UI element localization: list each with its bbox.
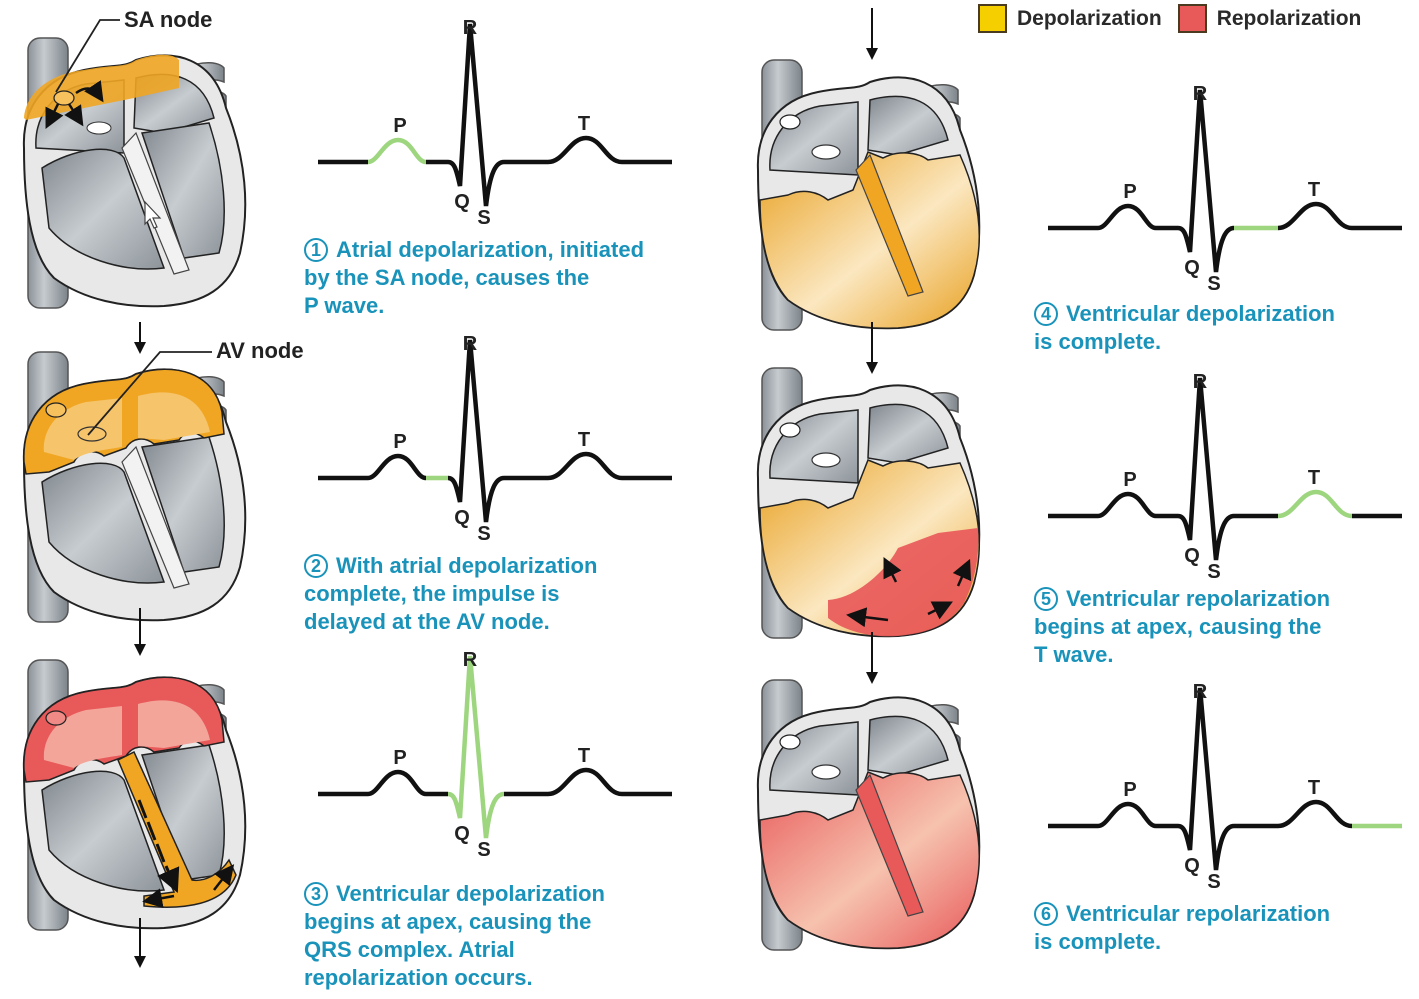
wave-label-s: S [477, 839, 490, 861]
legend-item-repolarization: Repolarization [1177, 4, 1362, 33]
ecg-trace-step-2: P R T QS [318, 333, 672, 545]
wave-label-q: Q [1184, 855, 1200, 877]
ecg-segment-p [1097, 203, 1157, 231]
wave-label-p: P [1123, 779, 1136, 801]
heart-step-6 [756, 679, 981, 951]
wave-label-p: P [393, 747, 406, 769]
caption-text: With atrial depolarization complete, the… [304, 553, 598, 634]
wave-label-p: P [393, 431, 406, 453]
wave-label-t: T [578, 745, 590, 767]
wave-label-r: R [463, 649, 478, 671]
depolarization-swatch [978, 4, 1007, 33]
legend-label: Repolarization [1216, 6, 1362, 30]
down-arrow-icon [134, 608, 146, 656]
heart-step-4 [756, 59, 981, 331]
cursor-icon [144, 200, 162, 229]
wave-label-t: T [578, 429, 590, 451]
down-arrow-icon [866, 322, 878, 374]
av-node-leader-line [87, 351, 212, 436]
wave-label-r: R [1193, 371, 1208, 393]
wave-label-r: R [463, 17, 478, 39]
heart-step-3 [22, 659, 247, 931]
wave-label-t: T [578, 113, 590, 135]
heart-step-1 [22, 37, 247, 309]
ecg-trace-step-3: P R T QS [318, 649, 672, 861]
repolarization-swatch [1177, 4, 1207, 33]
ecg-segment-p [367, 453, 427, 481]
ecg-trace-step-5: P R T QS [1048, 371, 1402, 583]
ecg-segment-qrs [447, 339, 505, 523]
ecg-segment-qrs [447, 655, 505, 839]
ecg-segment-t [547, 451, 623, 481]
ecg-segment-p [367, 137, 427, 165]
ecg-segment-qrs [1177, 687, 1235, 871]
ecg-segment-t [1277, 489, 1353, 519]
caption-text: Ventricular depolarization is complete. [1034, 301, 1335, 354]
av-node-label: AV node [216, 338, 304, 363]
wave-label-t: T [1308, 467, 1320, 489]
step-number: 4 [1034, 302, 1058, 326]
legend-label: Depolarization [1017, 6, 1162, 30]
wave-label-q: Q [1184, 545, 1200, 567]
ecg-trace-step-1: P R T QS [318, 17, 672, 229]
wave-label-q: Q [1184, 257, 1200, 279]
wave-label-p: P [393, 115, 406, 137]
down-arrow-icon [134, 322, 146, 354]
ecg-segment-qrs [1177, 377, 1235, 561]
step-number: 3 [304, 882, 328, 906]
caption-text: Ventricular repolarization begins at ape… [1034, 586, 1331, 667]
wave-label-s: S [1207, 561, 1220, 583]
caption-text: Atrial depolarization, initiated by the … [304, 237, 645, 318]
ecg-segment-t [1277, 201, 1353, 231]
heart-step-2 [22, 351, 247, 623]
wave-label-q: Q [454, 823, 470, 845]
wave-label-r: R [1193, 83, 1208, 105]
down-arrow-icon [866, 8, 878, 60]
caption-text: Ventricular depolarization begins at ape… [304, 881, 605, 990]
ecg-trace-step-6: P R T QS [1048, 681, 1402, 893]
step-number: 6 [1034, 902, 1058, 926]
wave-label-s: S [1207, 273, 1220, 295]
wave-label-s: S [477, 207, 490, 229]
step-number: 2 [304, 554, 328, 578]
sa-node-leader-line [55, 19, 120, 93]
ecg-segment-qrs [447, 23, 505, 207]
down-arrow-icon [134, 918, 146, 968]
down-arrow-icon [866, 632, 878, 684]
ecg-trace-step-4: P R T QS [1048, 83, 1402, 295]
wave-label-t: T [1308, 179, 1320, 201]
wave-label-r: R [1193, 681, 1208, 703]
step-number: 1 [304, 238, 328, 262]
ecg-segment-p [1097, 801, 1157, 829]
ecg-segment-t [1277, 799, 1353, 829]
wave-label-p: P [1123, 181, 1136, 203]
caption-text: Ventricular repolarization is complete. [1034, 901, 1331, 954]
step-number: 5 [1034, 587, 1058, 611]
ecg-segment-p [367, 769, 427, 797]
wave-label-s: S [477, 523, 490, 545]
ecg-segment-t [547, 767, 623, 797]
wave-label-s: S [1207, 871, 1220, 893]
wave-label-p: P [1123, 469, 1136, 491]
wave-label-r: R [463, 333, 478, 355]
wave-label-t: T [1308, 777, 1320, 799]
legend-item-depolarization: Depolarization [978, 4, 1162, 33]
heart-step-5 [756, 367, 981, 639]
wave-label-q: Q [454, 191, 470, 213]
sa-node-label: SA node [124, 7, 213, 32]
wave-label-q: Q [454, 507, 470, 529]
ecg-segment-t [547, 135, 623, 165]
legend: Depolarization Repolarization [978, 4, 1377, 33]
ecg-segment-qrs [1177, 89, 1235, 273]
ecg-segment-p [1097, 491, 1157, 519]
